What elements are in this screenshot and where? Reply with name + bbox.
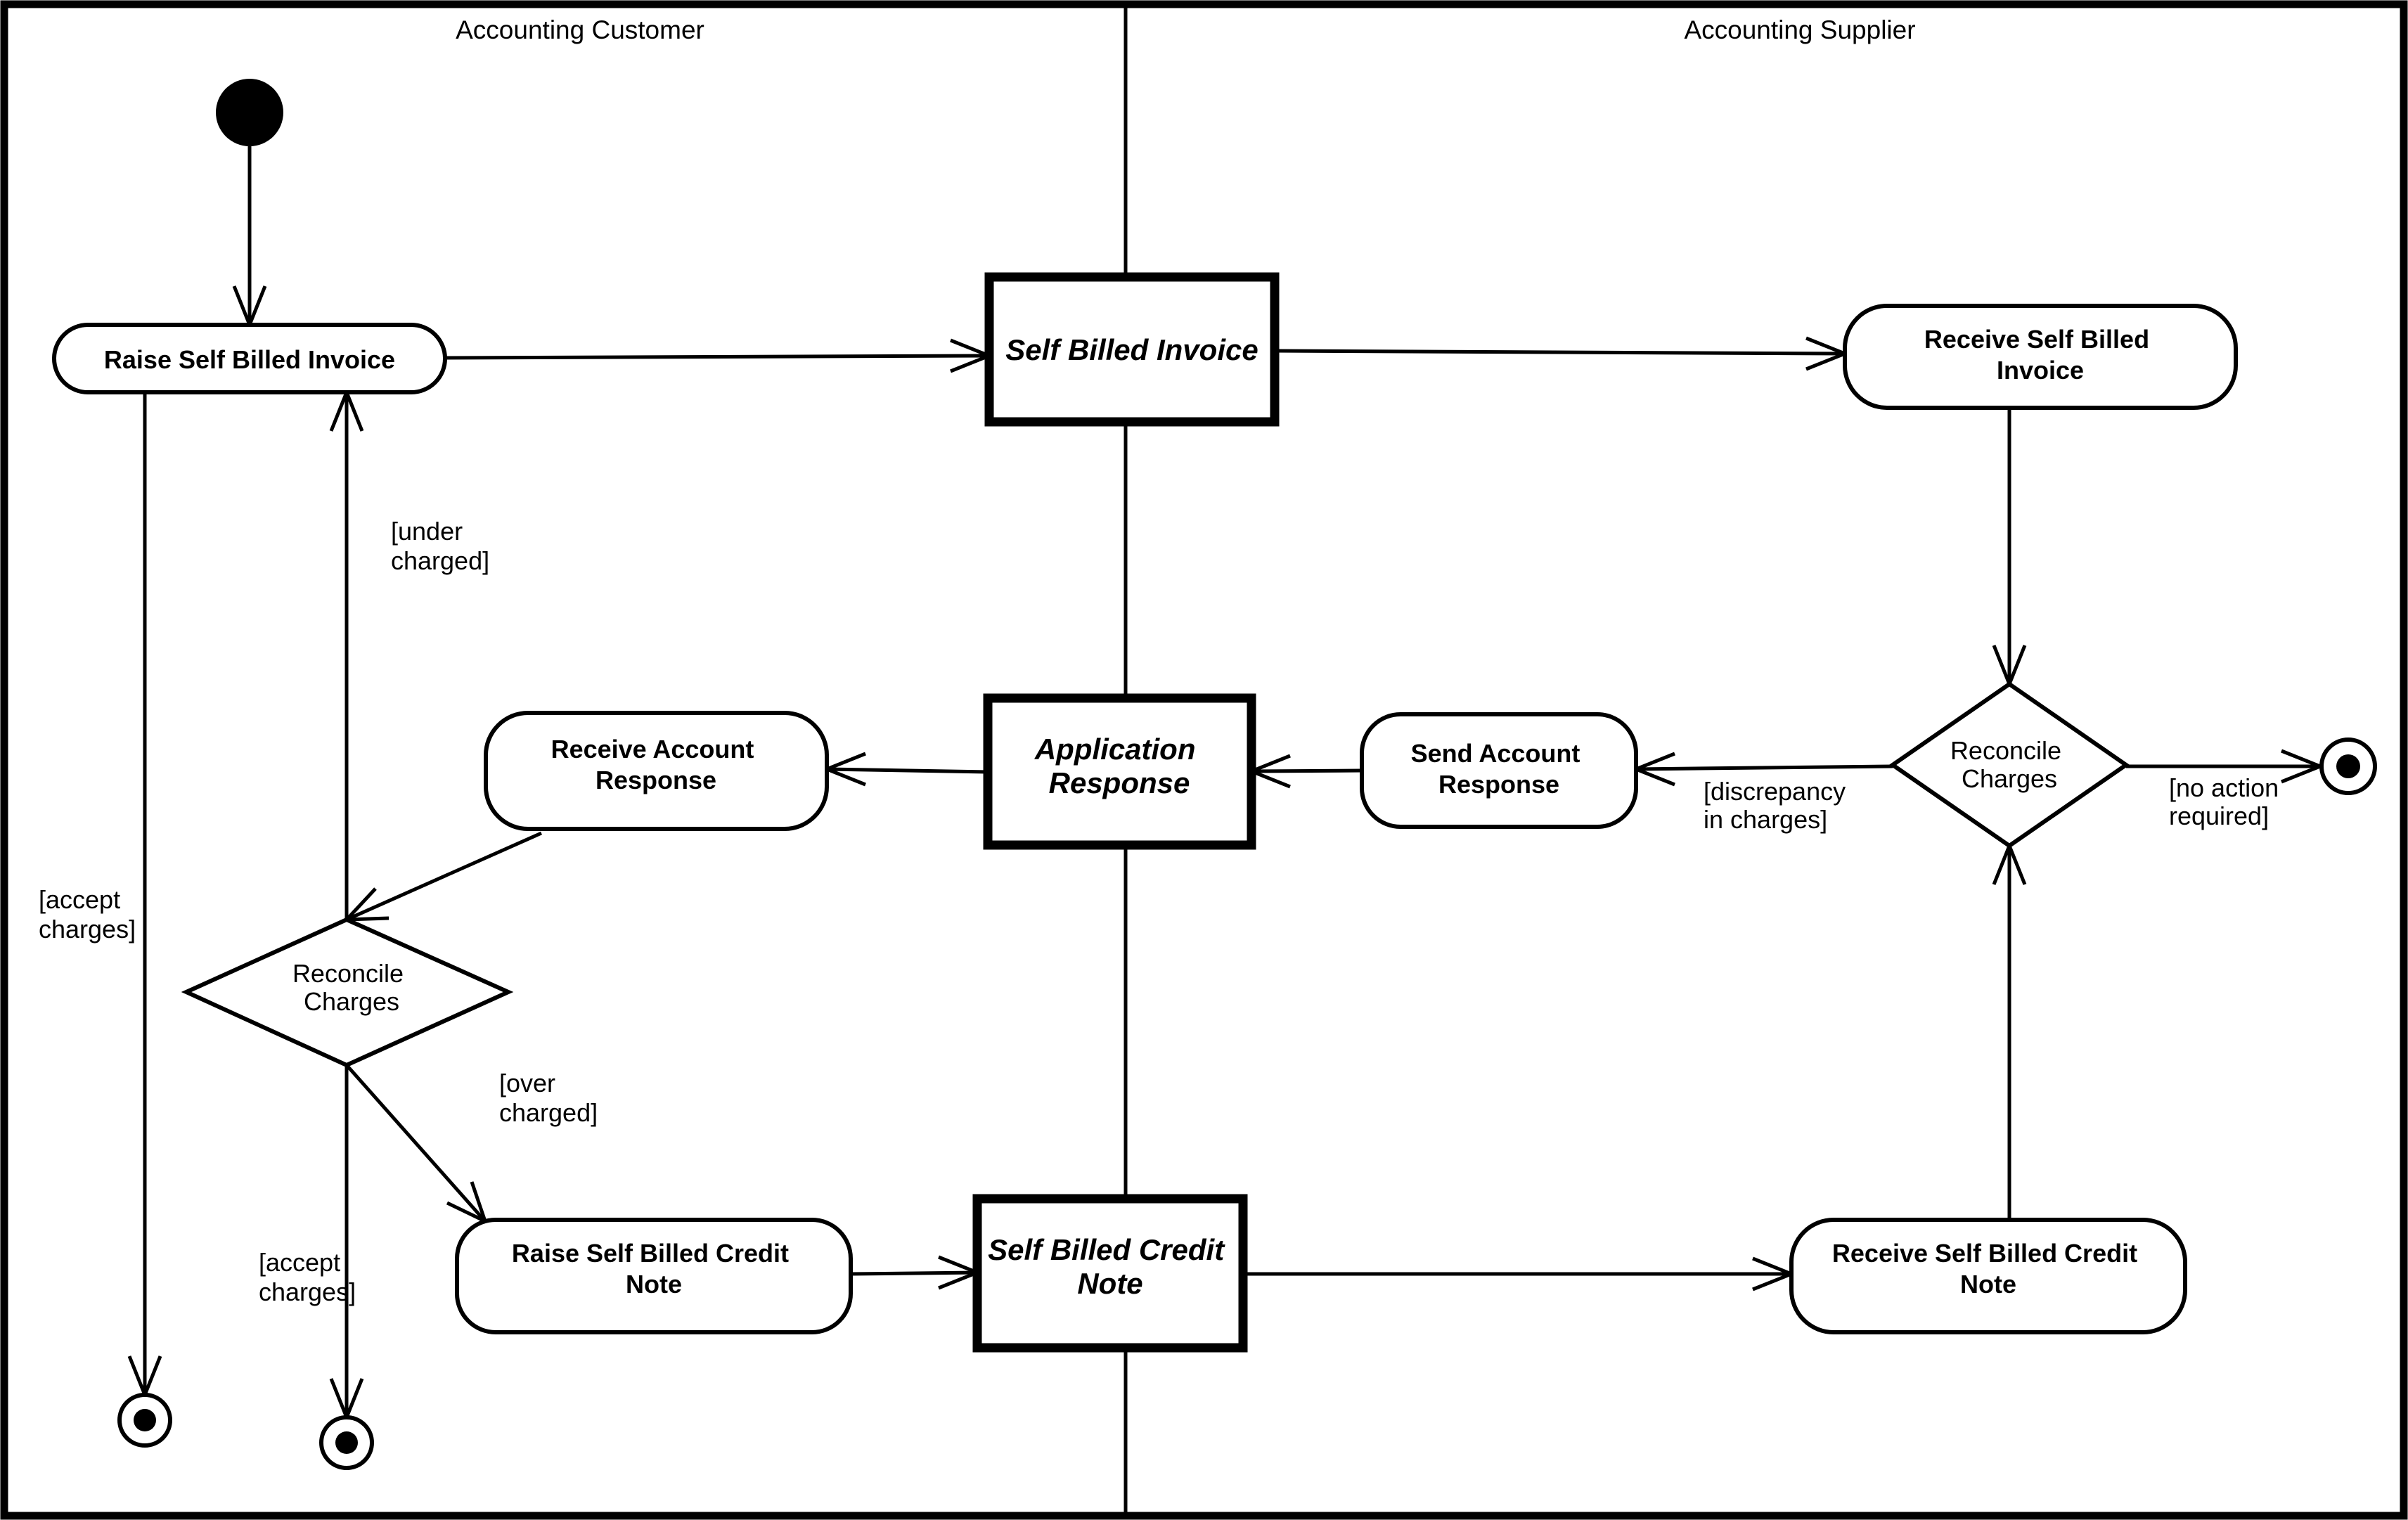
decision-label: Reconcile Charges (1950, 736, 2068, 793)
initial-state-node (216, 79, 283, 146)
object-node-self-billed-invoice: Self Billed Invoice (984, 272, 1280, 427)
initial-state-icon (216, 79, 283, 146)
activity-label: Receive Self Billed Credit Note (1832, 1239, 2144, 1299)
guard-discrepancy-in-charges: [discrepancy in charges] (1704, 777, 1853, 834)
final-state-icon (335, 1431, 358, 1454)
activity-label: Receive Self Billed Invoice (1924, 325, 2156, 385)
guard-over-charged: [over charged] (499, 1069, 598, 1127)
activity-receive-self-billed-invoice: Receive Self Billed Invoice (1843, 304, 2238, 410)
lane-title-accounting-customer: Accounting Customer (456, 15, 704, 44)
activity-send-account-response: Send Account Response (1360, 712, 1638, 829)
guard-under-charged: [under charged] (391, 517, 489, 575)
lane-title-accounting-supplier: Accounting Supplier (1684, 15, 1915, 44)
final-state-supplier (2319, 738, 2377, 795)
object-label: Application Response (1034, 733, 1204, 799)
final-state-customer-accept-response (319, 1415, 374, 1470)
guard-accept-charges-invoice: [accept charges] (39, 885, 136, 943)
object-node-self-billed-credit-note: Self Billed Credit Note (972, 1194, 1248, 1353)
object-label: Self Billed Credit Note (988, 1233, 1232, 1300)
object-label: Self Billed Invoice (1005, 333, 1258, 366)
object-node-application-response: Application Response (983, 693, 1256, 850)
final-state-icon (134, 1409, 156, 1431)
activity-label: Send Account Response (1411, 739, 1588, 799)
activity-raise-self-billed-invoice: Raise Self Billed Invoice (52, 323, 447, 394)
final-state-icon (2336, 754, 2360, 778)
activity-raise-self-billed-credit-note: Raise Self Billed Credit Note (455, 1218, 853, 1334)
decision-reconcile-charges-supplier: Reconcile Charges (1888, 681, 2130, 849)
decision-label: Reconcile Charges (292, 959, 411, 1016)
activity-label: Receive Account Response (551, 735, 761, 794)
guard-accept-charges-response: [accept charges] (259, 1248, 356, 1306)
decision-reconcile-charges-customer: Reconcile Charges (181, 917, 514, 1068)
activity-label: Raise Self Billed Credit Note (512, 1239, 796, 1299)
activity-receive-account-response: Receive Account Response (484, 711, 829, 831)
final-state-customer-accept-invoice (117, 1393, 172, 1448)
guard-no-action-required: [no action required] (2169, 773, 2286, 830)
activity-label: Raise Self Billed Invoice (104, 345, 395, 374)
activity-receive-self-billed-credit-note: Receive Self Billed Credit Note (1789, 1218, 2187, 1334)
